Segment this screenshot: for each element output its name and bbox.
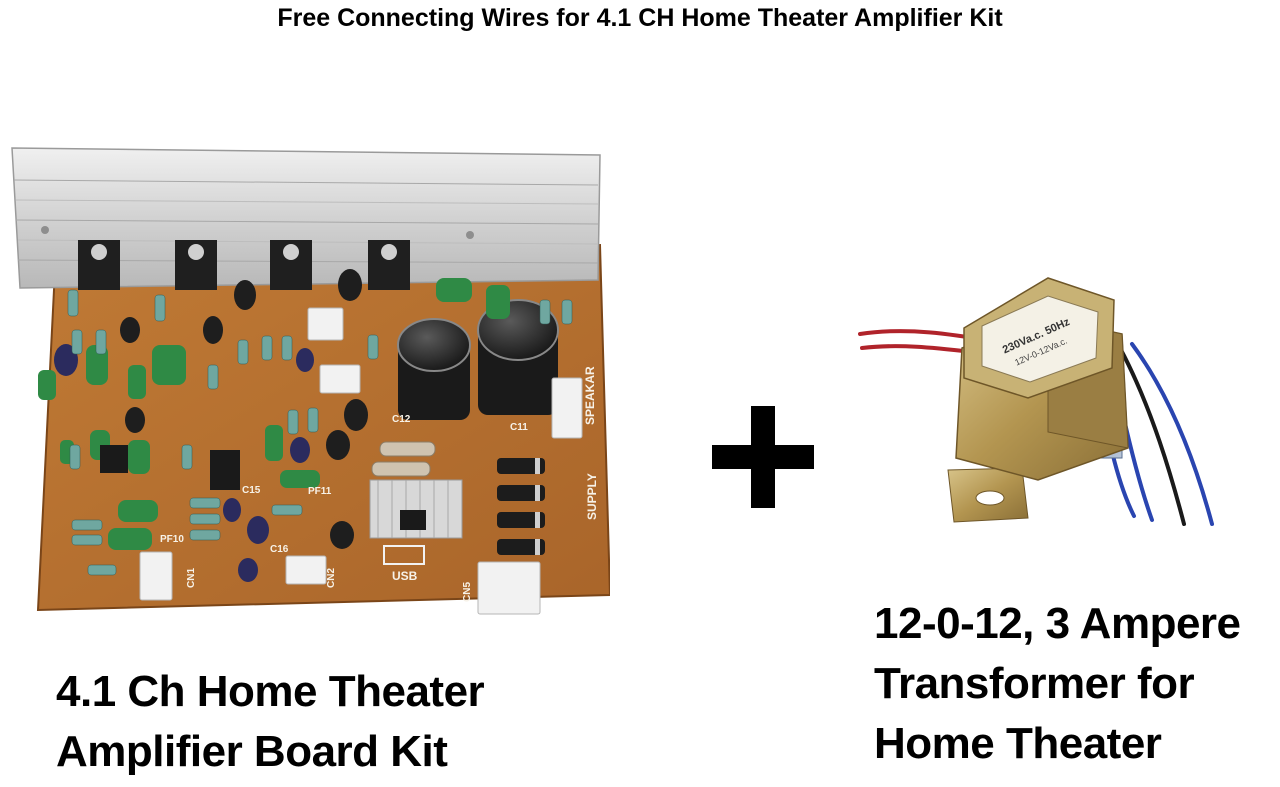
label-cn5: CN5 — [462, 582, 473, 602]
board-caption-line-2: Amplifier Board Kit — [56, 727, 448, 776]
amplifier-board-image: SPEAKAR SUPPLY USB CN1 CN2 CN5 C11 C12 C… — [11, 147, 610, 615]
label-cn1: CN1 — [186, 568, 197, 588]
board-caption: 4.1 Ch Home Theater Amplifier Board Kit — [56, 662, 616, 782]
label-pf10: PF10 — [160, 534, 184, 545]
film-capacitors — [38, 278, 510, 550]
label-pf11: PF11 — [308, 486, 332, 497]
connectors — [139, 307, 583, 615]
label-cn2: CN2 — [326, 568, 337, 588]
label-speaker: SPEAKAR — [583, 366, 597, 425]
label-c12: C12 — [392, 414, 411, 425]
small-capacitors — [54, 269, 368, 582]
transformer-caption-line-3: Home Theater — [874, 719, 1162, 768]
label-c15: C15 — [242, 485, 261, 496]
diodes — [497, 458, 545, 555]
page-title: Free Connecting Wires for 4.1 CH Home Th… — [277, 4, 1003, 32]
transformer-caption-line-2: Transformer for — [874, 659, 1195, 708]
transformer-caption-line-1: 12-0-12, 3 Ampere — [874, 599, 1241, 648]
plus-icon — [712, 406, 814, 508]
label-supply: SUPPLY — [585, 473, 599, 520]
ics — [100, 445, 240, 490]
label-usb: USB — [392, 569, 418, 583]
regulator-heatsink — [369, 479, 463, 539]
power-transistors — [78, 240, 410, 290]
transformer-caption: 12-0-12, 3 Ampere Transformer for Home T… — [874, 594, 1280, 774]
board-silkscreen: SPEAKAR SUPPLY USB CN1 CN2 CN5 C11 C12 C… — [160, 366, 599, 602]
resistors — [67, 289, 573, 576]
board-caption-line-1: 4.1 Ch Home Theater — [56, 667, 485, 716]
heatsink — [11, 147, 601, 289]
label-c11: C11 — [510, 422, 528, 433]
power-resistors — [371, 441, 436, 477]
label-c16: C16 — [270, 544, 289, 555]
transformer-image: 230Va.c. 50Hz 12V-0-12Va.c. — [858, 277, 1214, 526]
